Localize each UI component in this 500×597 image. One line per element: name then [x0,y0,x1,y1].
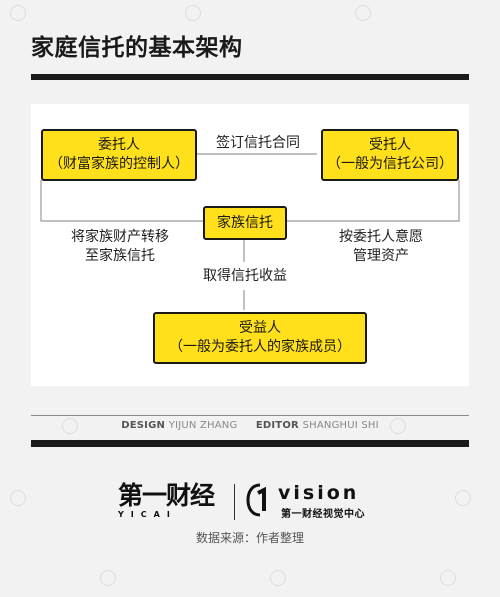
transfer-label-line2: 至家族信托 [85,248,155,264]
watermark-icon [185,5,201,21]
contract-label: 签订信托合同 [216,135,300,151]
settlor-title: 委托人 [98,137,140,153]
footer-rule [31,440,469,447]
settlor-box: 委托人 （财富家族的控制人） [41,129,197,181]
title-rule [31,74,469,80]
trust-box: 家族信托 [203,206,287,240]
trustee-desc: （一般为信托公司） [327,156,453,172]
beneficiary-box: 受益人 （一般为委托人的家族成员） [153,312,367,364]
design-name: YIJUN ZHANG [168,420,238,431]
vision-wordmark: vision [278,482,360,504]
watermark-icon [100,570,116,586]
yicai-logo-cn: 第一财经 [118,481,215,510]
credits-line: DESIGN YIJUN ZHANG EDITOR SHANGHUI SHI [31,420,469,431]
trust-label: 家族信托 [217,214,273,231]
beneficiary-desc: （一般为委托人的家族成员） [169,339,351,355]
editor-label: EDITOR [255,420,299,431]
credits-divider [31,415,469,416]
watermark-icon [10,490,26,506]
vision-mark-icon [246,483,266,517]
design-label: DESIGN [121,420,166,431]
transfer-label: 将家族财产转移 至家族信托 [55,228,185,266]
transfer-label-line1: 将家族财产转移 [71,229,169,245]
trustee-title: 受托人 [369,137,411,153]
trustee-box: 受托人 （一般为信托公司） [321,129,459,181]
yicai-logo-en: YICAI [118,510,177,519]
transfer-connector [40,180,203,222]
manage-label-line2: 管理资产 [353,248,409,264]
manage-connector [287,180,460,222]
watermark-icon [270,570,286,586]
page-title: 家庭信托的基本架构 [31,35,243,61]
benefit-label: 取得信托收益 [203,268,287,284]
editor-name: SHANGHUI SHI [302,420,379,431]
beneficiary-title: 受益人 [239,320,281,336]
watermark-icon [355,5,371,21]
watermark-icon [62,418,78,434]
yicai-logo: 第一财经 YICAI [118,481,228,520]
settlor-desc: （财富家族的控制人） [49,156,189,172]
manage-label-line1: 按委托人意愿 [339,229,423,245]
diagram-panel: 委托人 （财富家族的控制人） 受托人 （一般为信托公司） 签订信托合同 家族信托… [31,104,469,386]
watermark-icon [440,570,456,586]
vision-subtitle: 第一财经视觉中心 [281,509,365,520]
watermark-icon [10,5,26,21]
watermark-icon [390,418,406,434]
watermark-icon [455,490,471,506]
source-note: 数据来源：作者整理 [195,531,304,545]
logo-separator [234,484,235,520]
connector-lines [40,153,460,310]
manage-label: 按委托人意愿 管理资产 [323,228,439,266]
